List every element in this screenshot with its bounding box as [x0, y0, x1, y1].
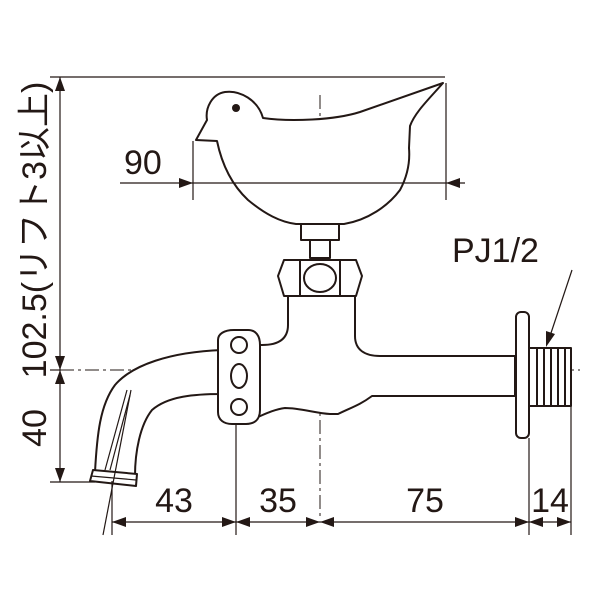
spout-nut-hole-bottom: [230, 398, 248, 416]
bird-eye: [232, 104, 240, 112]
spout-nut-hole-middle: [230, 363, 248, 389]
vertical-dimensions: 102.5(リフト3以上) 40: [16, 77, 65, 482]
handle-neck: [309, 239, 331, 259]
faucet-main-body: [249, 295, 516, 421]
thread-leader-arrow: [546, 331, 555, 347]
dim-spout-reach-label: 43: [155, 482, 193, 520]
spout: [89, 349, 223, 487]
dim-bird-width-label: 90: [124, 144, 162, 182]
hex-nut: [277, 259, 363, 297]
handle-stem: [300, 223, 340, 241]
dim-overall-height-label: 102.5(リフト3以上): [16, 82, 54, 379]
bird-handle: [195, 82, 444, 259]
faucet-body: [249, 295, 516, 421]
connection-end: [515, 311, 572, 439]
flange: [515, 311, 530, 439]
spout-inner-line-2: [109, 394, 131, 471]
thread-label: PJ1/2: [452, 232, 539, 270]
spout-nut: [217, 329, 261, 425]
bird-width-dimension: 90: [120, 144, 465, 188]
dim-thread-length-label: 14: [531, 482, 569, 520]
hex-nut-center-face: [303, 263, 337, 293]
thread-leader-line: [547, 269, 573, 343]
thread-callout: PJ1/2: [452, 232, 573, 347]
dim-spout-height-label: 40: [16, 409, 54, 447]
extension-lines: [50, 76, 572, 535]
horizontal-dimensions: 43 35 75 14: [112, 482, 571, 527]
spout-inner-line-1: [104, 389, 128, 471]
spout-leader-line: [102, 389, 132, 536]
bird-body: [195, 82, 444, 225]
thread-grooves: [536, 347, 566, 407]
spout-nut-hole-top: [230, 336, 248, 354]
dim-handle-offset-label: 35: [259, 482, 297, 520]
dim-body-length-label: 75: [406, 482, 444, 520]
